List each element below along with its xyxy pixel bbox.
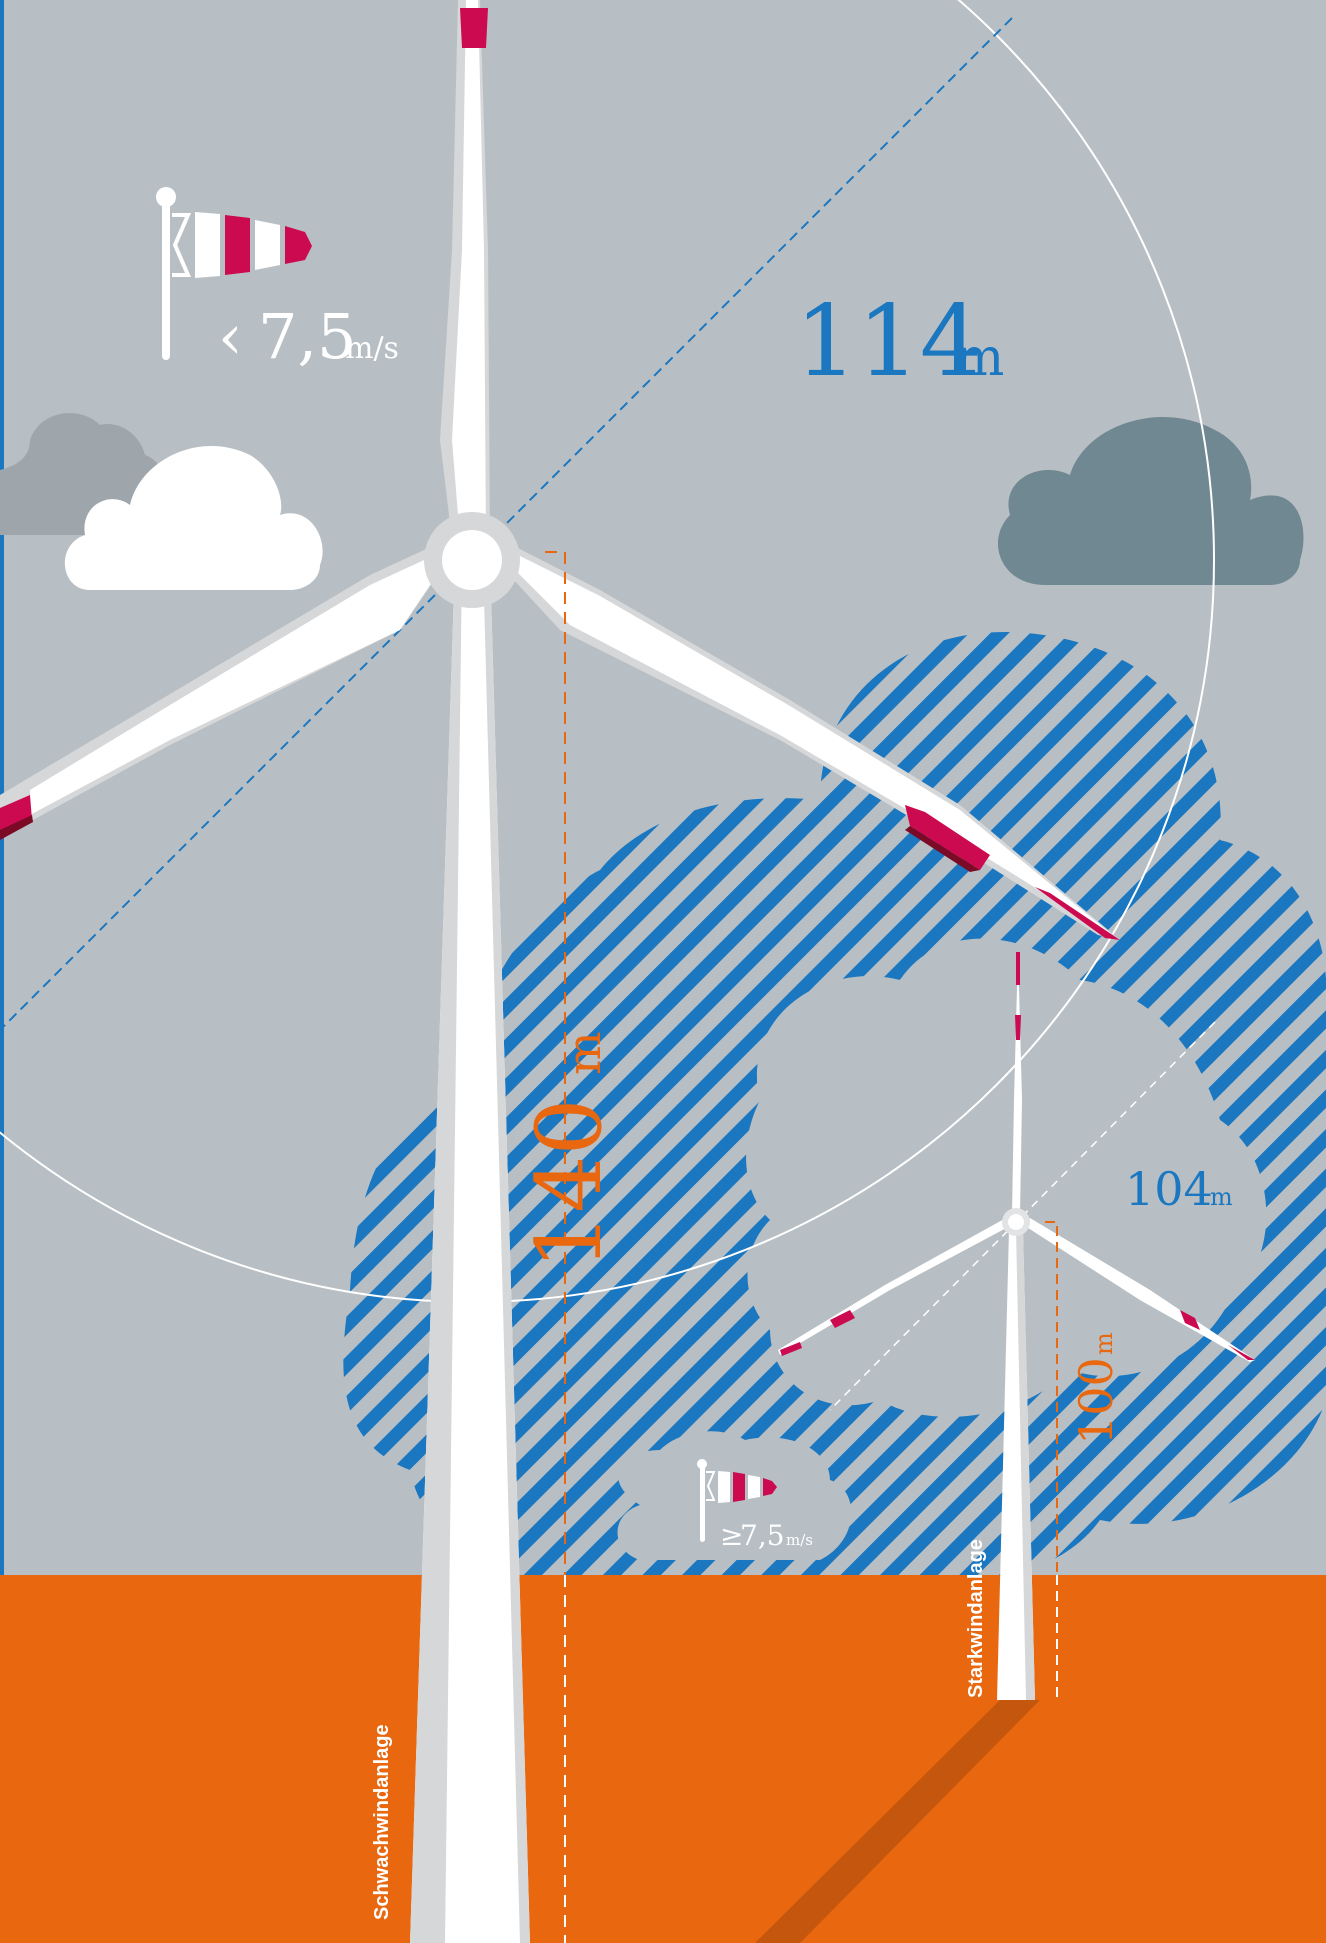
small-rotor-diameter-value: 104 bbox=[1125, 1162, 1213, 1216]
high-wind-value: 7,5 bbox=[740, 1519, 785, 1552]
blade-tip-right-1 bbox=[905, 805, 990, 870]
large-rotor-diameter-value: 114 bbox=[795, 285, 982, 399]
windsock-icon-small bbox=[697, 1459, 777, 1542]
cloud-icon-dark bbox=[997, 417, 1304, 585]
large-hub-height-line bbox=[545, 551, 566, 1575]
small-hub-height-line bbox=[1045, 1221, 1058, 1575]
small-rotor-diameter-unit: m bbox=[1210, 1183, 1233, 1211]
cloud-icon-white bbox=[64, 445, 323, 590]
small-hub-height-unit: m bbox=[1090, 1332, 1118, 1355]
small-turbine-name: Starkwindanlage bbox=[965, 1539, 987, 1698]
large-turbine bbox=[0, 0, 1120, 1943]
large-rotor-diameter-line bbox=[0, 17, 1013, 1031]
large-rotor-diameter-unit: m bbox=[955, 328, 1004, 388]
large-hub-height-unit: m bbox=[557, 1031, 611, 1075]
blade-tip-right-2 bbox=[1035, 887, 1120, 940]
blade-tip-top bbox=[460, 8, 488, 48]
low-wind-unit: m/s bbox=[345, 331, 399, 366]
small-hub-height-value: 100 bbox=[1069, 1357, 1123, 1445]
small-turbine-shadow bbox=[755, 1700, 1040, 1943]
left-edge-bar bbox=[0, 0, 4, 1943]
windsock-icon bbox=[156, 187, 312, 360]
ground bbox=[0, 1575, 1326, 1943]
low-wind-prefix: ‹ bbox=[218, 300, 243, 373]
small-hub-height-label: 100 m bbox=[1069, 1332, 1123, 1445]
small-turbine bbox=[778, 950, 1255, 1700]
large-hub-height-label: 140 m bbox=[517, 1031, 622, 1270]
large-hub-height-value: 140 bbox=[517, 1098, 622, 1270]
high-wind-unit: m/s bbox=[786, 1531, 813, 1549]
high-wind-prefix: ≥ bbox=[720, 1519, 743, 1552]
large-turbine-name: Schwachwindanlage bbox=[371, 1724, 393, 1920]
low-wind-value: 7,5 bbox=[258, 300, 357, 373]
